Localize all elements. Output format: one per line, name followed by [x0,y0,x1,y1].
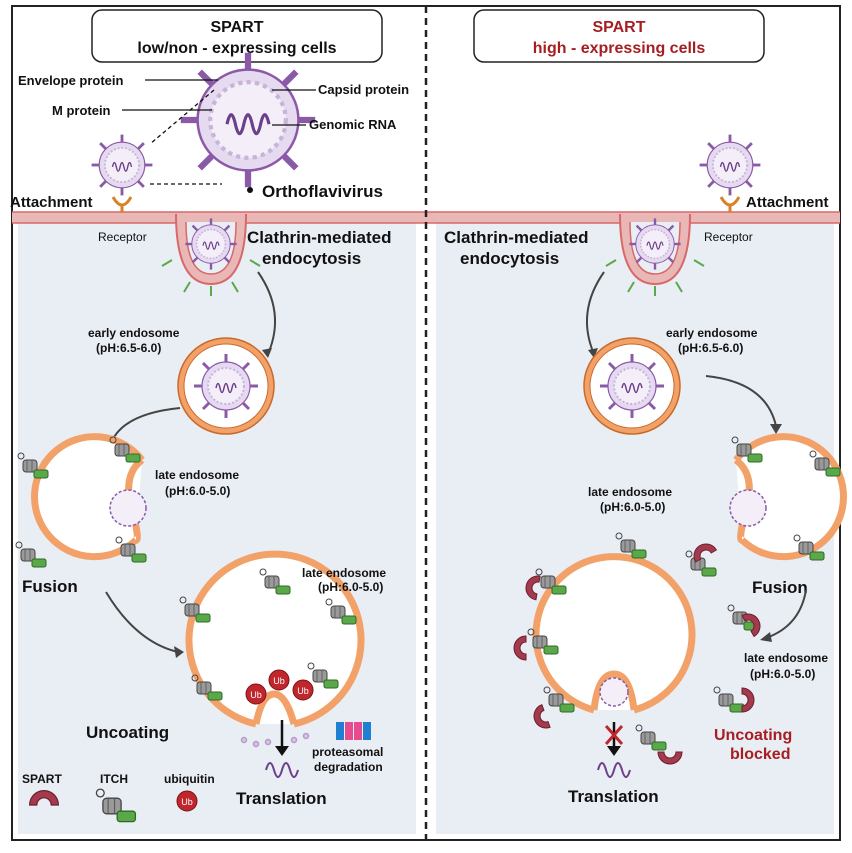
translation-right-label: Translation [568,787,659,806]
late-endosome-2-right-label: late endosome [744,651,828,665]
legend-ub-text: Ub [181,797,193,807]
early-endosome-left [177,337,275,435]
uncoating-blocked-line2: blocked [730,746,790,763]
clathrin-left-line1: Clathrin-mediated [247,228,392,247]
legend-itch-label: ITCH [100,772,128,786]
late-endosome-1-left [15,433,147,568]
late-ph-1-left-label: (pH:6.0-5.0) [165,484,230,498]
envelope-protein-label: Envelope protein [18,73,124,88]
left-title-box [91,9,383,63]
receptor-right-label: Receptor [704,230,753,244]
attachment-left-label: Attachment [10,194,93,211]
arrow-left-3 [105,591,179,653]
endocytic-pit-left [161,213,261,296]
right-title-line1: SPART [592,19,645,36]
proteasomal-line2: degradation [314,760,383,774]
ub-marker-2: Ub [273,676,285,686]
right-title-line2: high - expressing cells [533,40,706,57]
left-title-line1: SPART [210,19,263,36]
m-protein-label: M protein [52,103,111,118]
right-title-box [473,9,765,63]
legend-spart-label: SPART [22,772,62,786]
ub-marker-1: Ub [250,690,262,700]
arrow-left-1 [257,271,277,355]
late-endosome-1-left-label: late endosome [155,468,239,482]
early-endosome-left-label: early endosome [88,326,180,340]
late-ph-2-right-label: (pH:6.0-5.0) [750,667,815,681]
proteasome-icon [336,722,371,740]
arrow-right-3 [765,589,807,639]
left-title-line2: low/non - expressing cells [137,40,336,57]
early-endosome-right [583,337,681,435]
fusion-left-label: Fusion [22,577,78,596]
clathrin-right-line1: Clathrin-mediated [444,228,589,247]
rna-left-icon [265,762,299,778]
rna-right-icon [597,762,631,778]
virion-annotation-lines [122,79,316,185]
proteasomal-line1: proteasomal [312,745,383,759]
orthoflavivirus-bullet [247,187,253,193]
genomic-rna-label: Genomic RNA [309,117,397,132]
receptor-left-label: Receptor [98,230,147,244]
fusion-right-label: Fusion [752,578,808,597]
late-endosome-1-right [729,433,847,561]
attaching-virion-right-icon [698,133,762,197]
translation-left-label: Translation [236,789,327,808]
legend-ubiquitin-label: ubiquitin [164,772,215,786]
late-endosome-2-right [513,532,765,765]
block-x-icon [604,725,624,745]
late-ph-1-right-label: (pH:6.0-5.0) [600,500,665,514]
legend-ub-icon [176,790,198,812]
early-ph-right-label: (pH:6.5-6.0) [678,341,743,355]
clathrin-right-line2: endocytosis [460,249,559,268]
capsid-protein-label: Capsid protein [318,82,409,97]
uncoating-left-label: Uncoating [86,723,169,742]
late-endosome-2-left-label: late endosome [302,566,386,580]
early-ph-left-label: (pH:6.5-6.0) [96,341,161,355]
uncoating-blocked-line1: Uncoating [714,727,792,744]
attaching-virion-left-icon [90,133,154,197]
orthoflavivirus-label: Orthoflavivirus [262,182,383,201]
arrow-right-1 [585,271,605,355]
late-ph-2-left-label: (pH:6.0-5.0) [318,580,383,594]
early-endosome-right-label: early endosome [666,326,758,340]
late-endosome-1-right-label: late endosome [588,485,672,499]
clathrin-left-line2: endocytosis [262,249,361,268]
large-virion-icon [181,53,315,187]
late-endosome-2-left [179,550,365,748]
arrow-right-2 [705,375,777,427]
ub-marker-3: Ub [297,686,309,696]
attachment-right-label: Attachment [746,194,829,211]
endocytic-pit-right [605,213,705,296]
